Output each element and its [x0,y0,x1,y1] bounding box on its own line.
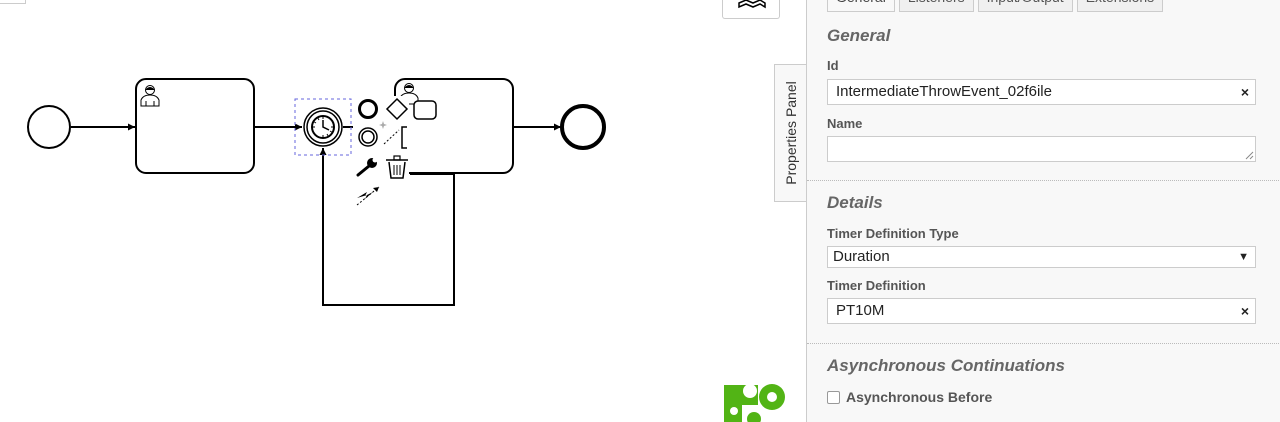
trash-icon[interactable] [386,155,408,179]
connect-icon[interactable] [356,186,380,206]
diagram-canvas[interactable] [0,0,806,422]
append-intermediate-event-entry[interactable] [358,127,378,147]
general-group-title: General [827,26,891,45]
properties-panel: General Listeners Input/Output Extension… [806,0,1280,422]
user-task-2[interactable] [394,78,514,174]
timer-definition-input[interactable]: PT10M × [827,298,1256,324]
camunda-logo-icon [724,384,785,422]
async-before-row[interactable]: Asynchronous Before [827,389,992,405]
properties-panel-toggle-label: Properties Panel [783,81,799,185]
clear-timer-definition-button[interactable]: × [1240,303,1249,319]
tab-extensions[interactable]: Extensions [1076,0,1164,12]
group-divider [807,343,1280,344]
append-gateway-entry[interactable] [385,97,409,121]
panel-tabs: General Listeners Input/Output Extension… [827,0,1167,12]
timer-definition-type-value: Duration [833,248,890,265]
tab-general[interactable]: General [827,0,895,12]
name-label: Name [827,116,863,131]
map-icon [738,0,766,9]
bpmn-diagram[interactable] [0,0,806,422]
id-input[interactable]: IntermediateThrowEvent_02f6ile × [827,79,1256,105]
clear-id-button[interactable]: × [1240,84,1249,100]
camunda-logo[interactable] [724,383,786,422]
tab-listeners[interactable]: Listeners [898,0,974,12]
timer-definition-value: PT10M [836,302,885,319]
append-end-event-entry[interactable] [358,99,378,119]
timer-icon [311,115,335,139]
wrench-icon[interactable] [356,157,378,177]
user-task-icon [140,85,160,107]
timer-definition-label: Timer Definition [827,278,926,293]
start-event[interactable] [27,105,71,149]
sparkle-decoration [379,121,387,129]
user-task-1[interactable] [135,78,255,174]
selection-outline [294,98,352,156]
minimap-toggle-button[interactable] [722,0,780,19]
context-pad[interactable] [356,97,437,206]
async-continuations-group-title: Asynchronous Continuations [827,356,1065,375]
name-textarea[interactable] [827,136,1256,162]
end-event[interactable] [560,104,606,150]
append-text-annotation-entry[interactable] [383,126,407,149]
append-task-entry[interactable] [413,100,437,120]
async-before-label: Asynchronous Before [846,389,993,405]
canvas-corner-fragment [0,0,26,4]
tab-input-output[interactable]: Input/Output [977,0,1073,12]
id-value: IntermediateThrowEvent_02f6ile [836,83,1052,100]
properties-panel-toggle[interactable]: Properties Panel [774,64,807,202]
details-group-title: Details [827,193,883,212]
timer-definition-type-select[interactable]: Duration ▼ [827,246,1256,268]
async-before-checkbox[interactable] [827,390,840,404]
group-divider [807,180,1280,181]
dropdown-arrow-icon: ▼ [1238,251,1249,263]
timer-definition-type-label: Timer Definition Type [827,226,959,241]
timer-intermediate-event[interactable] [294,98,352,156]
id-label: Id [827,58,839,73]
resize-handle-icon[interactable] [1245,151,1254,160]
